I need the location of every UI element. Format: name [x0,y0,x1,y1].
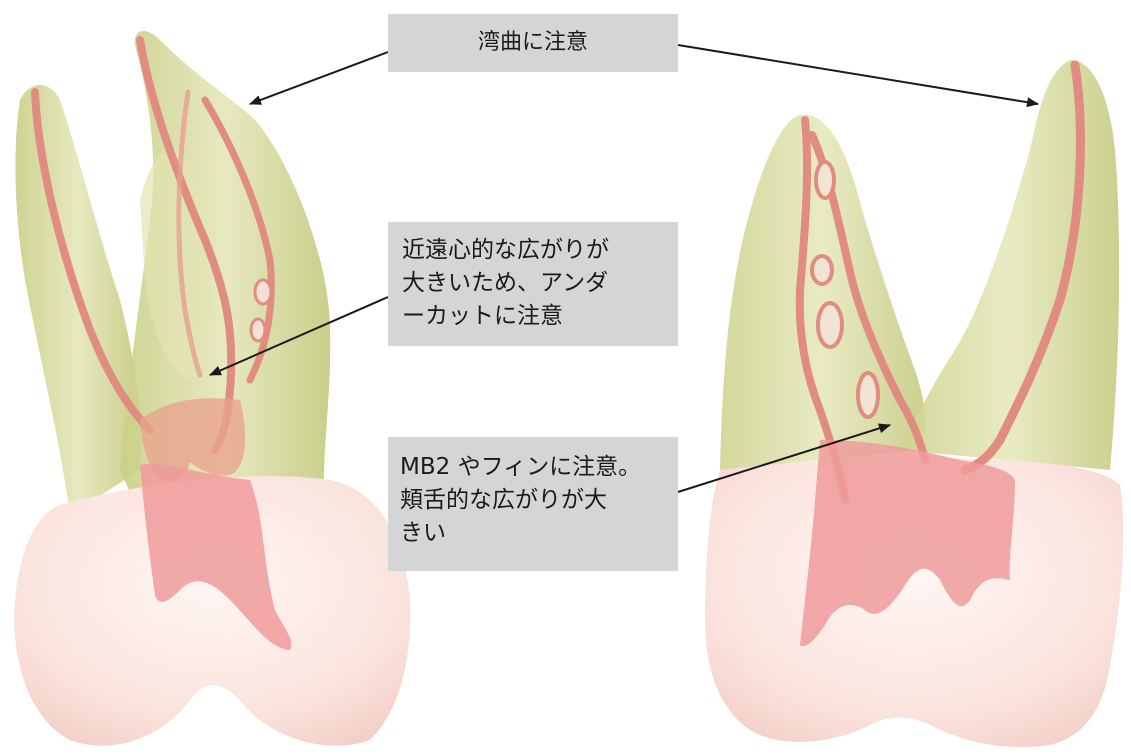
callout-undercut-line-3: ーカットに注意 [402,300,678,333]
callout-mb2-line-1: MB2 やフィンに注意。 [400,451,678,484]
callout-undercut-line-1: 近遠心的な広がりが [402,234,678,267]
right-fin-3 [818,303,842,347]
right-root-distal [900,60,1119,470]
left-fin-1 [255,280,271,304]
callout-mb2-line-2: 頬舌的な広がりが大 [400,484,678,517]
callout-mb2: MB2 やフィンに注意。 頬舌的な広がりが大 きい [388,437,678,571]
left-tooth [14,31,410,746]
right-fin-1 [816,162,834,198]
callout-curvature: 湾曲に注意 [388,14,678,72]
callout-mb2-line-3: きい [400,517,678,550]
callout-curvature-line-1: 湾曲に注意 [388,14,678,72]
left-fin-2 [251,319,265,341]
callout-undercut-line-2: 大きいため、アンダ [402,267,678,300]
right-fin-2 [812,256,832,284]
right-tooth [705,60,1123,747]
right-fin-4 [858,373,878,417]
callout-undercut: 近遠心的な広がりが 大きいため、アンダ ーカットに注意 [388,222,678,346]
arrow-curve-right [678,45,1038,104]
arrow-curve-left [250,52,388,104]
